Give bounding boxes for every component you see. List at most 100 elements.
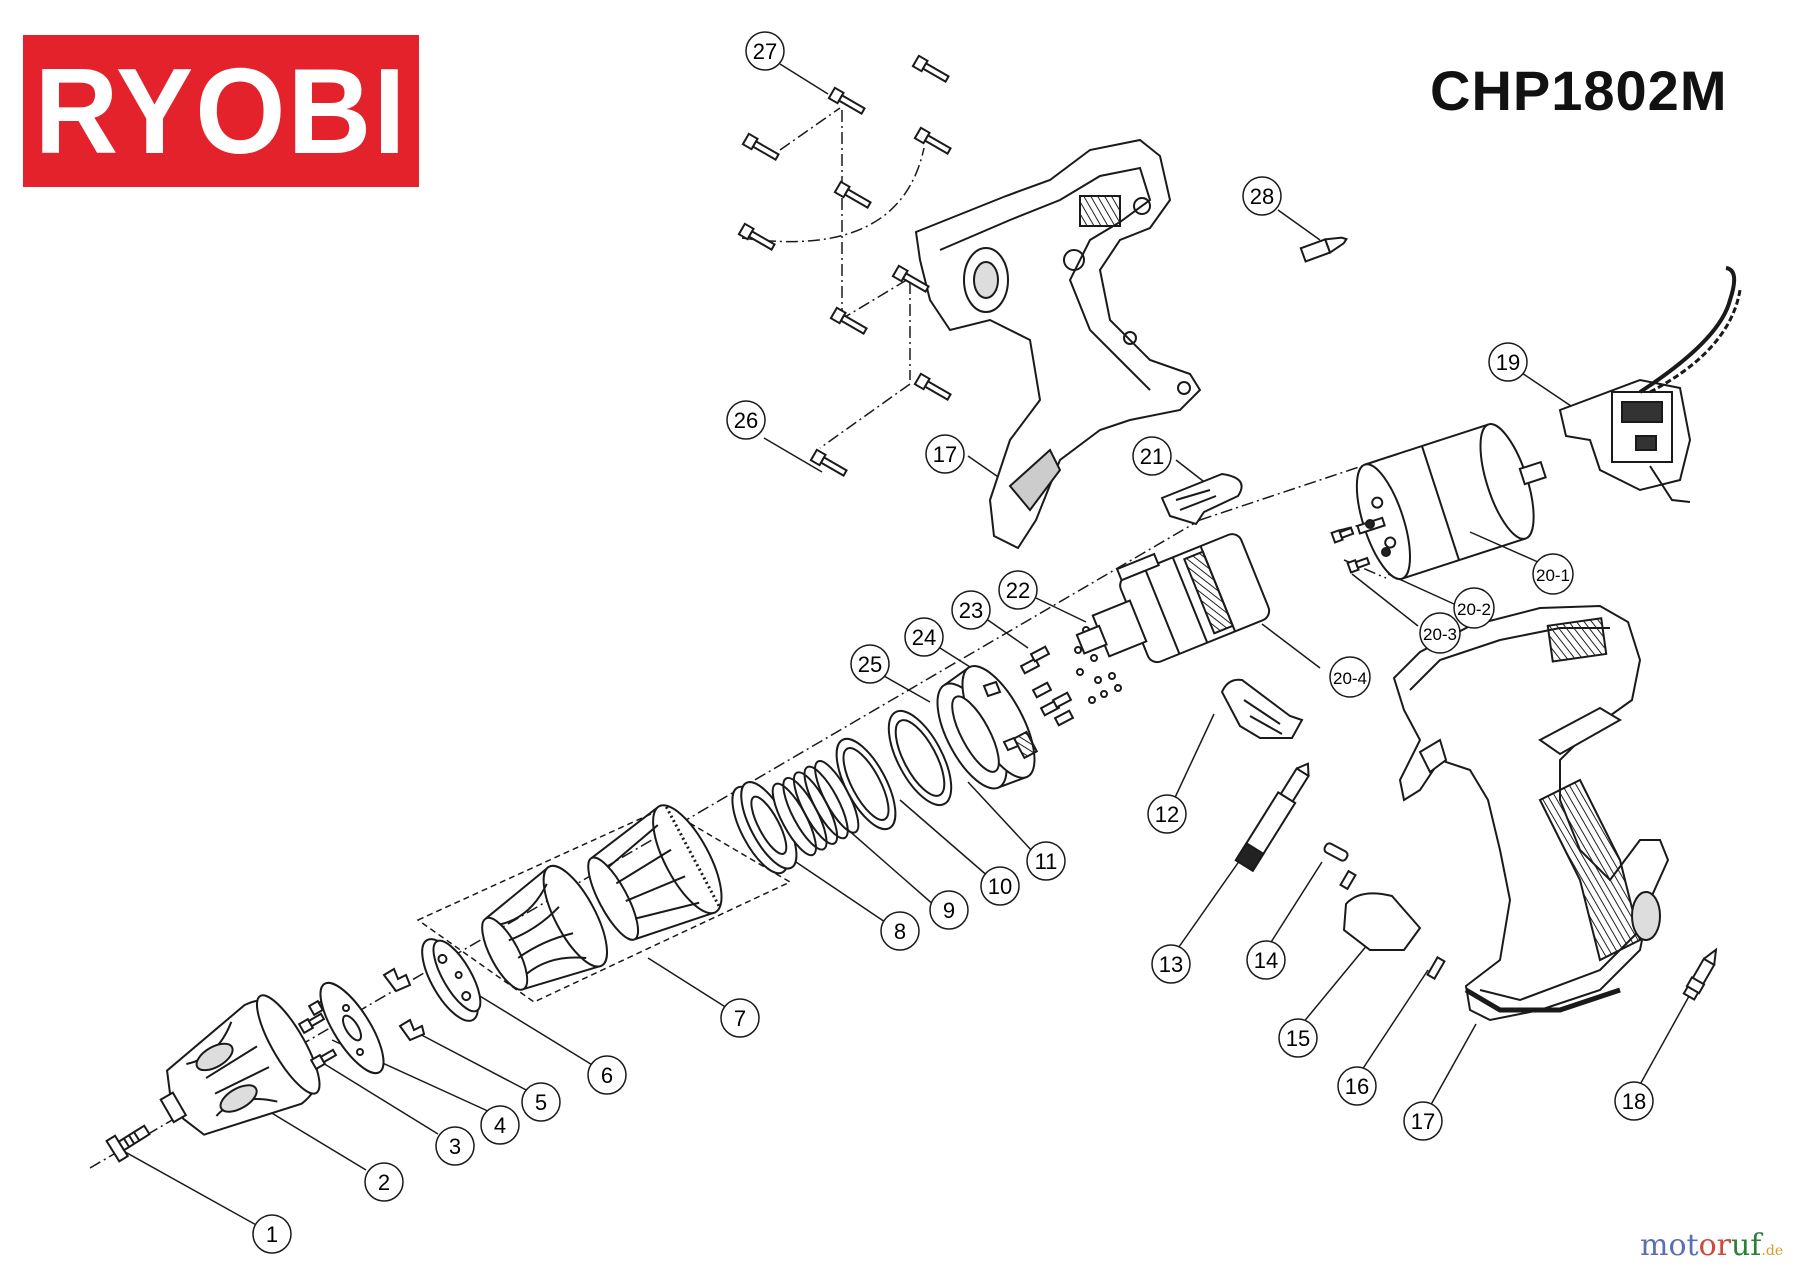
- svg-text:28: 28: [1250, 184, 1274, 209]
- svg-text:1: 1: [266, 1222, 278, 1247]
- svg-text:26: 26: [734, 408, 758, 433]
- model-number: CHP1802M: [1430, 59, 1728, 122]
- part-20-1-motor: [1355, 423, 1547, 581]
- svg-text:4: 4: [494, 1113, 506, 1138]
- part-25-clip: [1002, 736, 1020, 752]
- svg-text:9: 9: [943, 898, 955, 923]
- callout-9: 9: [929, 890, 969, 930]
- svg-text:24: 24: [912, 625, 936, 650]
- svg-text:20-1: 20-1: [1536, 566, 1570, 585]
- part-1-screw: [105, 1124, 151, 1163]
- part-25-housing-ring: [936, 665, 1039, 790]
- callout-12: 12: [1147, 794, 1187, 834]
- callout-14: 14: [1246, 940, 1286, 980]
- svg-text:11: 11: [1035, 849, 1058, 874]
- callout-20-2: 20-2: [1453, 587, 1495, 629]
- callout-6: 6: [587, 1055, 627, 1095]
- callout-10: 10: [980, 866, 1020, 906]
- callout-23: 23: [951, 590, 991, 630]
- svg-text:25: 25: [858, 652, 882, 677]
- part-14-pin: [1323, 842, 1349, 862]
- callout-27: 27: [745, 31, 785, 71]
- callout-16: 16: [1337, 1066, 1377, 1106]
- callout-15: 15: [1278, 1018, 1318, 1058]
- part-23-pins: [1019, 645, 1075, 727]
- part-6-clutch-plate: [421, 938, 482, 1022]
- svg-text:7: 7: [734, 1006, 746, 1031]
- svg-text:2: 2: [378, 1170, 390, 1195]
- part-28-pin: [1299, 236, 1348, 263]
- part-18-bit: [1682, 947, 1718, 1001]
- svg-text:19: 19: [1496, 350, 1520, 375]
- callout-25: 25: [850, 644, 890, 684]
- callout-4: 4: [480, 1105, 520, 1145]
- part-11-washer: [887, 709, 953, 807]
- svg-text:20-2: 20-2: [1457, 600, 1491, 619]
- callout-8: 8: [880, 911, 920, 951]
- callout-21: 21: [1132, 436, 1172, 476]
- svg-text:8: 8: [894, 919, 906, 944]
- callout-7: 7: [720, 998, 760, 1038]
- callout-20-1: 20-1: [1532, 553, 1574, 595]
- part-10-washer: [835, 737, 897, 831]
- svg-text:10: 10: [988, 874, 1012, 899]
- part-20-2-washers: [1365, 519, 1391, 557]
- logo-text: RYOBI: [34, 42, 408, 180]
- part-2-chuck: [159, 994, 321, 1136]
- svg-text:18: 18: [1622, 1089, 1646, 1114]
- svg-text:21: 21: [1140, 444, 1164, 469]
- part-15-cover: [1339, 869, 1422, 951]
- part-21-wedge: [1160, 472, 1243, 526]
- assembly-lines: [89, 107, 1441, 1169]
- svg-text:5: 5: [535, 1090, 547, 1115]
- part-12-lens: [1220, 678, 1304, 739]
- svg-text:20-4: 20-4: [1333, 669, 1367, 688]
- svg-text:15: 15: [1286, 1026, 1310, 1051]
- svg-text:27: 27: [753, 39, 777, 64]
- callout-20-3: 20-3: [1419, 612, 1461, 654]
- callout-17-upper: 17: [925, 434, 965, 474]
- callout-22: 22: [998, 570, 1038, 610]
- part-24-clip: [982, 680, 1002, 698]
- callout-19: 19: [1488, 342, 1528, 382]
- callout-11: 11: [1026, 841, 1066, 881]
- part-5-clips: [382, 967, 426, 1042]
- callout-2: 2: [364, 1162, 404, 1202]
- watermark: motoruf.de: [1640, 1228, 1784, 1263]
- svg-text:17: 17: [1411, 1109, 1435, 1134]
- svg-text:13: 13: [1159, 952, 1183, 977]
- callout-18: 18: [1614, 1081, 1654, 1121]
- svg-text:14: 14: [1254, 948, 1278, 973]
- part7-group-box: [416, 807, 792, 1003]
- svg-text:20-3: 20-3: [1423, 625, 1457, 644]
- svg-text:3: 3: [449, 1134, 461, 1159]
- callout-5: 5: [521, 1082, 561, 1122]
- callout-24: 24: [904, 617, 944, 657]
- part-20-3-screws: [1330, 526, 1371, 574]
- part-26-27-screws: [737, 54, 952, 477]
- part-8-ring: [731, 781, 798, 875]
- callout-1: 1: [252, 1214, 292, 1254]
- svg-text:12: 12: [1155, 802, 1179, 827]
- part-7-collar: [481, 804, 723, 991]
- callout-13: 13: [1151, 944, 1191, 984]
- svg-text:22: 22: [1006, 578, 1030, 603]
- part-19-switch: [1558, 266, 1742, 503]
- part-16-rod: [1426, 955, 1446, 981]
- svg-text:17: 17: [933, 442, 957, 467]
- svg-text:6: 6: [601, 1063, 613, 1088]
- part-13-bit-holder: [1234, 762, 1310, 873]
- callout-17-lower: 17: [1403, 1101, 1443, 1141]
- callout-3: 3: [435, 1126, 475, 1166]
- callout-26: 26: [726, 400, 766, 440]
- part-17-housing-half: [914, 138, 1202, 550]
- svg-text:23: 23: [959, 598, 983, 623]
- callouts: 1 2 3 4 5 6 7 8 9 10 11 12 13 14 15 16 1…: [252, 31, 1654, 1254]
- part-20-4-gearbox: [1075, 533, 1271, 664]
- part-9-spring: [771, 760, 860, 857]
- callout-28: 28: [1242, 176, 1282, 216]
- svg-text:16: 16: [1345, 1074, 1369, 1099]
- part-4-plate: [319, 981, 385, 1075]
- callout-20-4: 20-4: [1329, 656, 1371, 698]
